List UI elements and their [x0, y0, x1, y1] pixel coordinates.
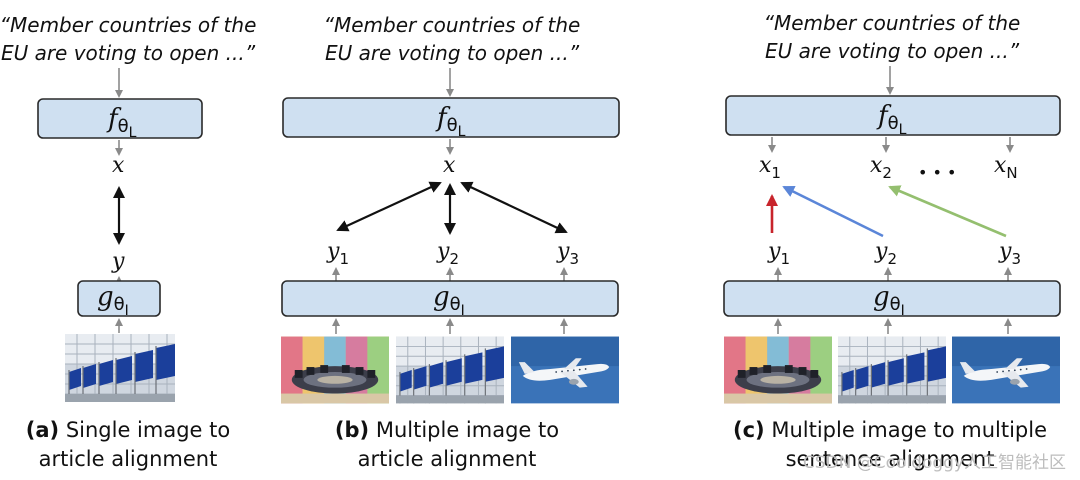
panel-a-x-label: x — [112, 153, 125, 178]
panel-c-ellipsis: • • • — [918, 163, 956, 182]
panel-b-image-encoder-box — [281, 280, 619, 317]
panel-c-y1-label: y1 — [767, 239, 790, 268]
panel-c-x1-label: x1 — [759, 153, 781, 182]
panel-a-image-encoder-box — [77, 280, 161, 317]
panel-c-xn-label: xN — [994, 153, 1018, 182]
panel-b-image-airplane — [511, 336, 619, 404]
panel-a-quote-line2: EU are voting to open ...” — [1, 41, 256, 65]
panel-a-image-encoder-label: gθI — [97, 282, 129, 319]
panel-c-image-airplane — [952, 336, 1060, 404]
panel-c-caption-line1: (c) Multiple image to multiple — [733, 418, 1047, 442]
panel-a-image-eu-flags — [65, 334, 175, 402]
panel-b-image-eu-flags — [396, 336, 504, 404]
panel-b: “Member countries of the EU are voting t… — [281, 13, 620, 471]
panel-a-y-label: y — [111, 249, 125, 274]
panel-c-arrow-green — [888, 185, 1007, 238]
panel-c-caption-line2: sentence alignment — [786, 447, 995, 471]
panel-c-image-parliament — [724, 336, 832, 404]
panel-a-caption-line1: (a) Single image to — [26, 418, 230, 442]
panel-b-y1-label: y1 — [326, 239, 349, 268]
panel-b-image-parliament — [281, 336, 389, 404]
panel-c-text-encoder-box — [725, 95, 1061, 136]
panel-c-quote-line1: “Member countries of the — [764, 11, 1021, 35]
panel-b-text-encoder-box — [282, 97, 620, 138]
panel-c: “Member countries of the EU are voting t… — [723, 11, 1061, 471]
panel-b-y3-label: y3 — [556, 239, 579, 268]
panel-b-arrow-y3 — [460, 181, 568, 234]
panel-b-caption-line2: article alignment — [358, 447, 537, 471]
panel-b-y2-label: y2 — [436, 239, 459, 268]
panel-b-image-encoder-label: gθI — [433, 282, 465, 319]
panel-a-text-encoder-box — [37, 98, 203, 139]
panel-b-caption-line1: (b) Multiple image to — [335, 418, 559, 442]
panel-b-quote-line1: “Member countries of the — [324, 13, 581, 37]
panel-a-caption-line2: article alignment — [39, 447, 218, 471]
panel-c-x2-label: x2 — [870, 153, 892, 182]
panel-c-y2-label: y2 — [874, 239, 897, 268]
panel-c-image-eu-flags — [838, 336, 946, 404]
panel-a: “Member countries of the EU are voting t… — [0, 13, 256, 471]
watermark: CSDN @Cooldoggy人工智能社区 — [803, 453, 1066, 473]
panel-c-quote-line2: EU are voting to open ...” — [765, 39, 1020, 63]
panel-c-image-encoder-label: gθI — [873, 282, 905, 319]
panel-b-x-label: x — [443, 153, 456, 178]
panel-c-arrow-blue — [782, 185, 884, 238]
panel-c-image-encoder-box — [723, 280, 1061, 317]
panel-b-quote-line2: EU are voting to open ...” — [325, 41, 580, 65]
panel-c-y3-label: y3 — [998, 239, 1021, 268]
panel-b-arrow-y1 — [336, 181, 442, 232]
panel-a-quote-line1: “Member countries of the — [0, 13, 256, 37]
